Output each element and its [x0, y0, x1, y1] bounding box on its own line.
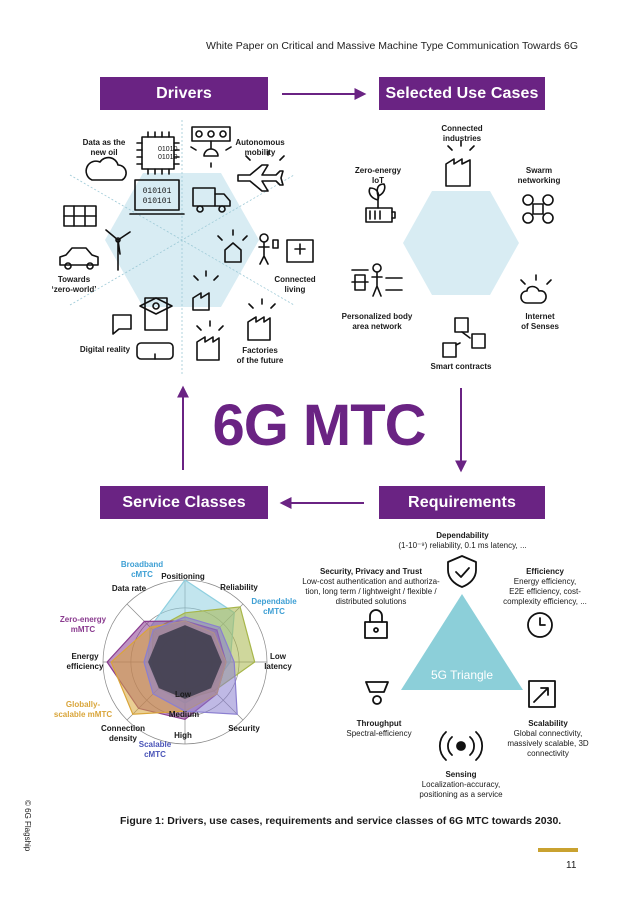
traffic-light-icon: [190, 126, 232, 168]
req-efficiency: Efficiency Energy efficiency, E2E effici…: [503, 567, 587, 606]
figure-caption: Figure 1: Drivers, use cases, requiremen…: [120, 815, 562, 827]
chip-icon: [136, 131, 180, 175]
chip-binary-text: 01010: [158, 146, 178, 153]
req-dependability: Dependability (1-10⁻⁹) reliability, 0.1 …: [398, 531, 527, 550]
use-cases-banner: Selected Use Cases: [379, 77, 545, 110]
solar-panel-icon: [63, 205, 97, 227]
shield-check-icon: [447, 555, 477, 588]
use-cases-hexagon: [403, 191, 519, 295]
smartphone-icon: [139, 297, 173, 331]
gear-timer-icon: [527, 612, 553, 638]
running-header: White Paper on Critical and Massive Mach…: [206, 40, 578, 52]
hospital-icon: [286, 239, 314, 263]
triangle-label: 5G Triangle: [430, 668, 494, 682]
brain-icon: [520, 274, 552, 304]
sensing-signal-icon: [439, 731, 483, 761]
person-icon: [258, 233, 279, 265]
factory-icon: [196, 320, 224, 361]
radar-axis-positioning: Positioning: [161, 572, 205, 581]
house-icon: [224, 242, 242, 263]
drivers-spokes: [69, 120, 295, 375]
factory-icon: [192, 270, 219, 311]
service-classes-radar-chart: [102, 579, 268, 745]
series-label-globally: Globally-scalable mMTC: [53, 700, 113, 719]
vr-goggles-icon: [136, 342, 174, 360]
radar-core: [148, 625, 222, 699]
cloud-icon: [85, 156, 127, 181]
airplane-icon: [237, 164, 284, 192]
drone-icon: [522, 194, 554, 224]
requirements-banner: Requirements: [379, 486, 545, 519]
driver-label-digital-reality: Digital reality: [79, 345, 131, 354]
req-security: Security, Privacy and Trust Low-cost aut…: [302, 567, 440, 606]
laptop-icon: [129, 179, 185, 215]
req-throughput: Throughput Spectral-efficiency: [346, 719, 412, 738]
radar-scale-low: Low: [175, 690, 191, 699]
use-case-label-smart-contracts: Smart contracts: [430, 362, 492, 371]
scale-arrow-icon: [528, 680, 556, 708]
driver-label-zero-world: Towards‘zero-world’: [51, 275, 97, 294]
contract-blocks-icon: [442, 317, 486, 358]
radar-axis-reliability: Reliability: [220, 583, 258, 592]
radar-scale-high: High: [174, 731, 192, 740]
radar-scale-medium: Medium: [168, 710, 200, 719]
factory-icon: [247, 298, 276, 341]
plant-battery-icon: [365, 183, 396, 223]
req-scalability: Scalability Global connectivity, massive…: [507, 719, 589, 758]
wearable-person-icon: [351, 263, 403, 297]
wind-turbine-icon: [105, 229, 131, 271]
radar-axis-security: Security: [228, 724, 260, 733]
drivers-banner: Drivers: [100, 77, 268, 110]
copyright-note: © 6G Flagship: [23, 800, 32, 852]
service-classes-banner: Service Classes: [100, 486, 268, 519]
gauge-icon: [365, 681, 389, 705]
lock-icon: [364, 609, 388, 639]
center-title: 6G MTC: [212, 393, 426, 458]
page-rule: [538, 848, 578, 852]
car-icon: [59, 247, 99, 270]
5g-triangle: [401, 594, 523, 690]
radar-axis-data-rate: Data rate: [111, 584, 147, 593]
req-sensing: Sensing Localization-accuracy, positioni…: [419, 770, 503, 799]
page-number: 11: [566, 860, 577, 871]
speech-bubble-icon: [112, 314, 132, 335]
truck-icon: [192, 187, 231, 213]
factory-icon: [445, 140, 475, 187]
svg-text:01010: 01010: [158, 154, 178, 161]
